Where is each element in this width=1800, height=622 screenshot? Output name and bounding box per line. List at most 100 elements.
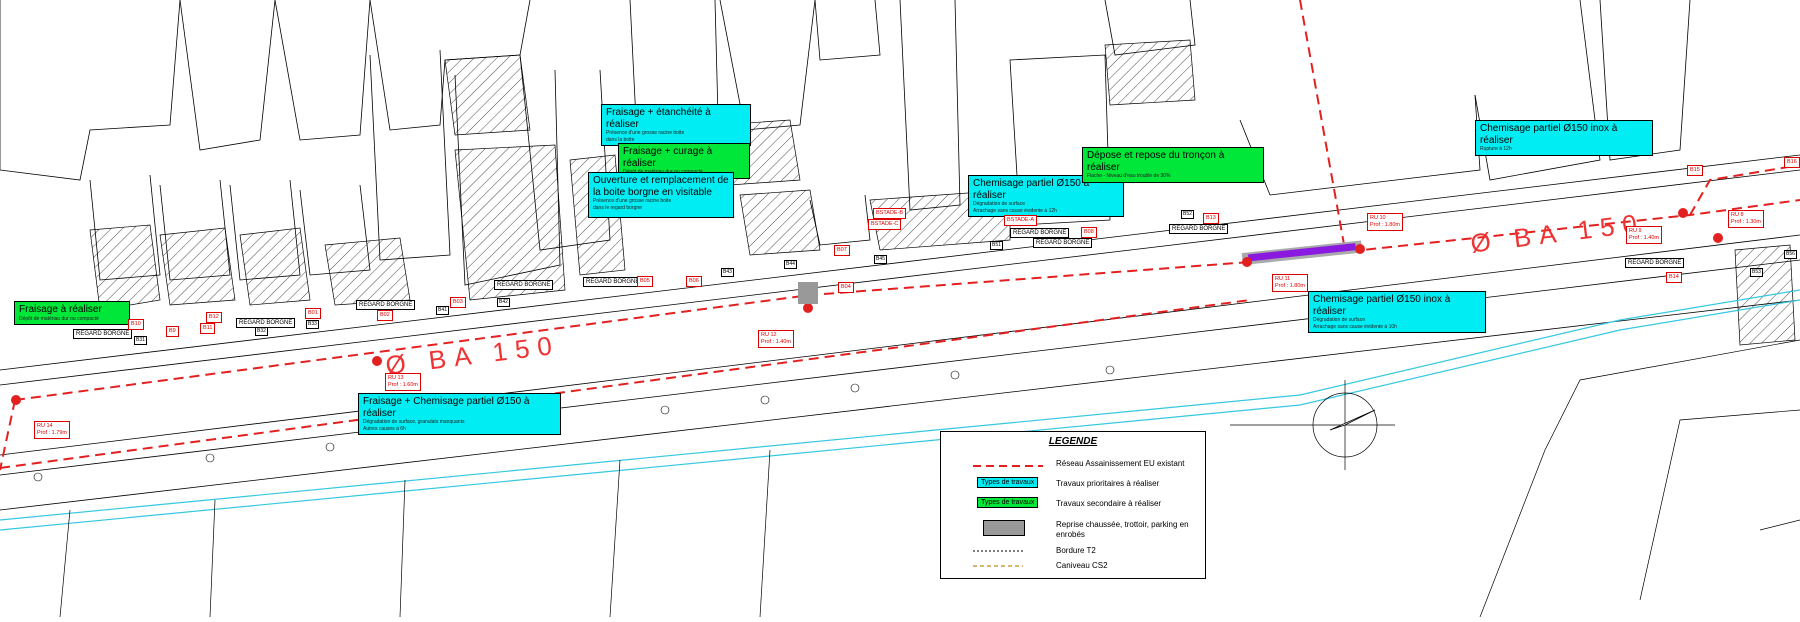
legend: LEGENDE Réseau Assainissement EU existan…: [940, 431, 1206, 579]
annotation-chemisage-inox-top[interactable]: Chemisage partiel Ø150 inox à réaliser R…: [1475, 120, 1653, 156]
regard-borgne-label: REGARD BORGNE: [494, 280, 554, 290]
bstade-label: BSTADE-B: [873, 208, 907, 219]
lot-number-label: B41: [436, 306, 449, 315]
ru-name: RU 10: [1370, 215, 1386, 221]
annotation-detail: Dépôt de matériau dur ou compacté: [19, 315, 99, 322]
bstade-label: BSTADE-C: [868, 219, 902, 230]
manhole-repair: [798, 282, 818, 304]
ru-nodes: [11, 208, 1723, 405]
legend-caniveau-swatch: [973, 565, 1023, 567]
annotation-detail: Présence d'une grosse racine boite: [606, 130, 685, 136]
lot-number-label: B31: [134, 336, 147, 345]
ru-depth: Prof : 1.30m: [1731, 219, 1761, 225]
lot-lines: [59, 339, 1800, 618]
annotation-detail: Dégradation de surface: [1313, 317, 1365, 323]
annotation-fraisage-etancheite[interactable]: Fraisage + étanchéité à réaliser Présenc…: [601, 104, 751, 146]
node-label: B9: [166, 326, 179, 337]
node-label: B02: [377, 310, 393, 321]
legend-row-secondary: Travaux secondaire à réaliser: [1056, 499, 1162, 508]
annotation-title: Dépose et repose du tronçon à réaliser: [1087, 150, 1225, 173]
annotation-title: Fraisage + curage à réaliser: [623, 146, 713, 169]
annotation-detail: Arrachage sans cause évidente à 12h: [973, 207, 1057, 214]
compass-rose: [1230, 380, 1395, 470]
lot-number-label: B45: [874, 255, 887, 264]
ru-depth: Prof : 1.40m: [761, 339, 791, 345]
ru-name: RU 9: [1629, 228, 1642, 234]
legend-row-pavement: Reprise chaussée, trottoir, parking en e…: [1056, 520, 1189, 539]
lot-number-label: B43: [721, 268, 734, 277]
node-label: B11: [200, 323, 216, 334]
ru-depth: Prof : 1.40m: [1629, 235, 1659, 241]
annotation-title: Fraisage + Chemisage partiel Ø150 à réal…: [363, 396, 530, 419]
annotation-detail: Présence d'une grosse racine boite: [593, 198, 672, 204]
ru-depth: Prof : 1.79m: [37, 430, 67, 436]
ru-name: RU 14: [37, 423, 53, 429]
annotation-title: Ouverture et remplacement de la boite bo…: [593, 175, 729, 198]
lot-number-label: B44: [784, 260, 797, 269]
hatched-buildings: [89, 39, 1796, 346]
annotation-detail: Flache - Niveau d'eau trouble de 30%: [1087, 173, 1171, 179]
annotation-detail: dans la boite: [606, 136, 635, 143]
legend-priority-swatch: Types de travaux: [977, 477, 1039, 488]
annotation-ouverture-boite[interactable]: Ouverture et remplacement de la boite bo…: [588, 172, 734, 218]
node-label: B08: [1081, 227, 1097, 238]
annotation-depose-repose[interactable]: Dépose et repose du tronçon à réaliser F…: [1082, 147, 1264, 183]
road-edge: [0, 289, 1800, 531]
node-label: B03: [450, 297, 466, 308]
annotation-fraisage-chemisage[interactable]: Fraisage + Chemisage partiel Ø150 à réal…: [358, 393, 561, 435]
annotation-detail: Dégradation de surface: [973, 201, 1025, 207]
annotation-title: Chemisage partiel Ø150 à réaliser: [973, 178, 1090, 201]
ru-name: RU 8: [1731, 212, 1744, 218]
regard-borgne-label: REGARD BORGNE: [1169, 224, 1229, 234]
lot-number-label: B56: [1784, 250, 1797, 259]
regard-borgne-label: REGARD BORGNE: [1010, 228, 1070, 238]
node-label: B13: [1203, 213, 1219, 224]
legend-row-bordure: Bordure T2: [1056, 546, 1096, 555]
annotation-chemisage-a[interactable]: Chemisage partiel Ø150 à réaliser Dégrad…: [968, 175, 1124, 217]
legend-bordure-swatch: [973, 550, 1023, 552]
annotation-detail: dans le regard borgne: [593, 204, 642, 211]
node-label: B12: [206, 312, 222, 323]
legend-row-priority: Travaux prioritaires à réaliser: [1056, 479, 1160, 488]
annotation-detail: Rupture à 12h: [1480, 146, 1512, 152]
node-label: B14: [1666, 272, 1682, 283]
annotation-chemisage-inox-mid[interactable]: Chemisage partiel Ø150 inox à réaliser D…: [1308, 291, 1486, 333]
annotation-detail: Dégradation de surface, granulats manqua…: [363, 419, 465, 425]
legend-row-network: Réseau Assainissement EU existant: [1056, 459, 1185, 468]
legend-network-swatch: [973, 465, 1043, 467]
annotation-title: Chemisage partiel Ø150 inox à réaliser: [1480, 123, 1618, 146]
annotation-title: Fraisage à réaliser: [19, 304, 102, 315]
node-label: B04: [838, 282, 854, 293]
lot-number-label: B52: [1181, 210, 1194, 219]
regard-borgne-label: REGARD BORGNE: [1033, 238, 1093, 248]
node-label: B07: [834, 245, 850, 256]
lot-number-label: B42: [497, 298, 510, 307]
node-label: B16: [1784, 157, 1800, 168]
bstade-label: BSTADE-A: [1004, 215, 1038, 226]
lot-number-label: B51: [990, 241, 1003, 250]
legend-row-caniveau: Caniveau CS2: [1056, 561, 1108, 570]
node-label: B06: [686, 276, 702, 287]
pipe-segment: [1247, 243, 1357, 262]
regard-borgne-label: REGARD BORGNE: [356, 300, 416, 310]
eu-network: [0, 0, 1800, 471]
ru-name: RU 12: [761, 332, 777, 338]
node-label: B05: [637, 276, 653, 287]
regard-borgne-label: REGARD BORGNE: [1625, 258, 1685, 268]
lot-number-label: B32: [255, 327, 268, 336]
regard-borgne-label: REGARD BORGNE: [73, 329, 133, 339]
node-label: B10: [128, 319, 144, 330]
node-label: B01: [305, 308, 321, 319]
legend-secondary-swatch: Types de travaux: [977, 497, 1039, 508]
node-label: B15: [1687, 165, 1703, 176]
annotation-fraisage-left[interactable]: Fraisage à réaliser Dépôt de matériau du…: [14, 301, 130, 325]
ru-depth: Prof : 1.80m: [1370, 222, 1400, 228]
lot-number-label: B53: [1750, 268, 1763, 277]
